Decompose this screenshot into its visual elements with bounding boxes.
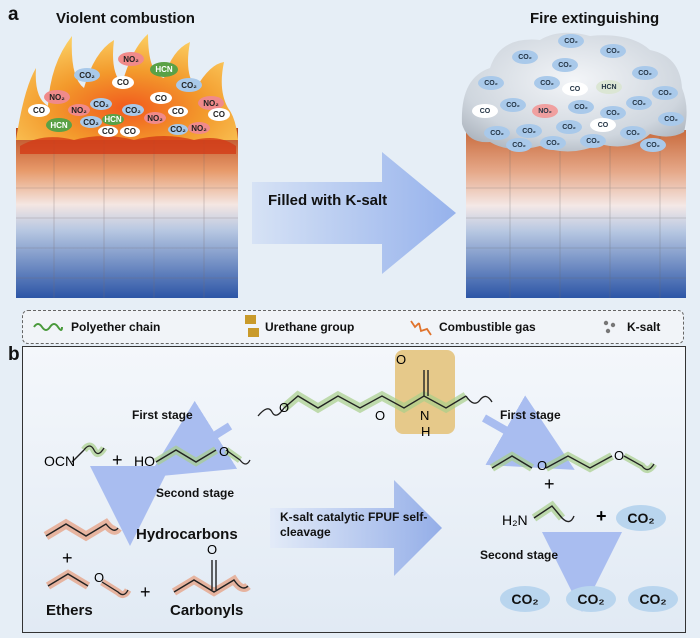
gas-bubble: NO₂ bbox=[188, 122, 210, 134]
gas-bubble: CO bbox=[562, 82, 588, 96]
urethane-carbonyl-o: O bbox=[396, 352, 407, 367]
second-stage-left-label: Second stage bbox=[156, 486, 235, 500]
gas-bubble: CO bbox=[28, 104, 50, 117]
gas-bubble: CO₂ bbox=[512, 50, 538, 64]
gas-bubble: CO₂ bbox=[640, 138, 666, 152]
gas-bubble: NO₂ bbox=[144, 112, 166, 124]
ho-label: HO bbox=[134, 453, 155, 469]
k-salt-icon bbox=[603, 320, 616, 334]
filled-with-k-salt-label: Filled with K-salt bbox=[268, 192, 388, 209]
urethane-group-icon bbox=[245, 315, 259, 339]
co2-bubble: CO₂ bbox=[616, 505, 666, 531]
panel-a-letter: a bbox=[8, 4, 19, 25]
gas-bubble: CO₂ bbox=[478, 76, 504, 90]
hydrocarbons-label: Hydrocarbons bbox=[136, 526, 238, 543]
ethers-label: Ethers bbox=[46, 602, 93, 619]
gas-bubble: HCN bbox=[102, 114, 124, 125]
filled-with-k-salt-arrow bbox=[252, 152, 456, 274]
gas-bubble: CO₂ bbox=[534, 76, 560, 90]
gas-bubble: CO bbox=[150, 92, 172, 104]
combustible-gas-icon bbox=[410, 320, 432, 336]
violent-combustion-title: Violent combustion bbox=[56, 10, 195, 27]
gas-bubble: CO₂ bbox=[600, 44, 626, 58]
gas-bubble: CO bbox=[472, 104, 498, 118]
left-ether-o: O bbox=[219, 444, 230, 459]
carbonyls-label: Carbonyls bbox=[170, 602, 244, 619]
ocn-label: OCN bbox=[44, 453, 76, 469]
second-stage-right-label: Second stage bbox=[480, 548, 559, 562]
legend-polyether-chain: Polyether chain bbox=[71, 320, 161, 334]
gas-bubble: CO₂ bbox=[74, 68, 100, 82]
gas-bubble: CO bbox=[98, 126, 118, 137]
co2-bubble: CO₂ bbox=[566, 586, 616, 612]
plus-4: + bbox=[544, 474, 555, 494]
polyether-chain-icon bbox=[33, 323, 63, 331]
first-stage-left-label: First stage bbox=[132, 408, 193, 422]
gas-bubble: NO₂ bbox=[68, 104, 90, 116]
burning-foam-illustration bbox=[16, 34, 238, 298]
gas-bubble: CO₂ bbox=[652, 86, 678, 100]
urethane-nh-n: N bbox=[420, 408, 430, 423]
gas-bubble: CO bbox=[120, 126, 140, 137]
gas-bubble: NO₂ bbox=[532, 104, 558, 118]
gas-bubble: CO₂ bbox=[80, 116, 102, 128]
plus-2: + bbox=[62, 548, 73, 568]
urethane-ester-o: O bbox=[375, 408, 386, 423]
gas-bubble: CO₂ bbox=[620, 126, 646, 140]
panel-b-letter: b bbox=[8, 344, 20, 365]
plus-1: + bbox=[112, 450, 123, 470]
first-stage-right-label: First stage bbox=[500, 408, 561, 422]
gas-bubble: CO₂ bbox=[176, 78, 202, 92]
gas-bubble: NO₂ bbox=[118, 52, 144, 66]
legend: Polyether chain Urethane group Combustib… bbox=[22, 310, 684, 344]
k-salt-self-cleavage-label: K-salt catalytic FPUF self-cleavage bbox=[280, 510, 428, 539]
co2-bubble: CO₂ bbox=[500, 586, 550, 612]
pathway-scheme bbox=[43, 350, 658, 612]
gas-bubble: CO₂ bbox=[558, 34, 584, 48]
gas-bubble: HCN bbox=[46, 118, 72, 132]
co2-bubble: CO₂ bbox=[628, 586, 678, 612]
gas-bubble: HCN bbox=[596, 80, 622, 94]
gas-bubble: CO₂ bbox=[632, 66, 658, 80]
urethane-nh-h: H bbox=[421, 424, 431, 439]
gas-bubble: NO₂ bbox=[198, 96, 224, 110]
gas-bubble: NO₂ bbox=[44, 90, 70, 104]
h2n-label: H₂N bbox=[502, 512, 528, 528]
gas-bubble: CO₂ bbox=[556, 120, 582, 134]
plus-5: + bbox=[596, 506, 607, 526]
legend-urethane-group: Urethane group bbox=[265, 320, 355, 334]
gas-bubble: CO₂ bbox=[484, 126, 510, 140]
gas-bubble: CO₂ bbox=[500, 98, 526, 112]
gas-bubble: CO₂ bbox=[600, 106, 626, 120]
plus-3: + bbox=[140, 582, 151, 602]
gas-bubble: CO₂ bbox=[540, 136, 566, 150]
gas-bubble: CO₂ bbox=[168, 124, 188, 135]
right-ether-o2: O bbox=[614, 448, 625, 463]
fire-extinguishing-title: Fire extinguishing bbox=[530, 10, 660, 27]
gas-bubble: CO₂ bbox=[626, 96, 652, 110]
carbonyl-o: O bbox=[207, 542, 218, 557]
ether-o: O bbox=[94, 570, 105, 585]
gas-bubble: CO bbox=[590, 118, 616, 132]
gas-bubble: CO₂ bbox=[122, 104, 144, 116]
urethane-ether-o: O bbox=[279, 400, 290, 415]
legend-k-salt: K-salt bbox=[627, 320, 661, 334]
gas-bubble: CO₂ bbox=[552, 58, 578, 72]
gas-bubble: CO₂ bbox=[506, 138, 532, 152]
gas-bubble: CO bbox=[208, 108, 230, 121]
legend-combustible-gas: Combustible gas bbox=[439, 320, 536, 334]
gas-bubble: CO bbox=[112, 76, 134, 89]
gas-bubble: CO₂ bbox=[580, 134, 606, 148]
gas-bubble: CO₂ bbox=[516, 124, 542, 138]
gas-bubble: CO₂ bbox=[90, 98, 112, 110]
gas-bubble: CO₂ bbox=[568, 100, 594, 114]
right-ether-o1: O bbox=[537, 458, 548, 473]
gas-bubble: CO bbox=[168, 106, 188, 117]
gas-bubble: CO₂ bbox=[658, 112, 684, 126]
gas-bubble: HCN bbox=[150, 62, 178, 77]
